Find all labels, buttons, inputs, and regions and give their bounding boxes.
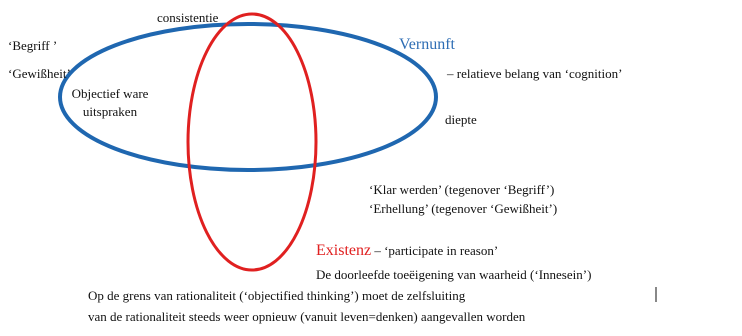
label-begriff: ‘Begriff ’ [8,38,58,53]
label-klar-werden: ‘Klar werden’ (tegenover ‘Begriff’) [369,182,555,197]
label-doorleefde: De doorleefde toeëigening van waarheid (… [316,267,592,282]
label-participate: – ‘participate in reason’ [371,243,499,258]
label-grens-line2: van de rationaliteit steeds weer opnieuw… [88,309,526,324]
label-diepte: diepte [445,112,477,127]
vernunft-ellipse [58,22,438,172]
label-objectief-ware: Objectief ware [71,86,149,101]
label-consistentie: consistentie [157,10,219,25]
label-uitspraken: uitspraken [82,104,138,119]
label-existenz: Existenz [316,242,372,259]
label-grens-line1: Op de grens van rationaliteit (‘objectif… [88,288,466,303]
label-existenz-line: Existenz – ‘participate in reason’ [316,242,498,260]
label-objectief-ware-uitspraken: Objectief ware uitspraken [62,86,158,119]
label-vernunft: Vernunft [399,36,455,53]
label-erhellung: ‘Erhellung’ (tegenover ‘Gewißheit’) [369,201,558,216]
label-relatieve-belang: – relatieve belang van ‘cognition’ [447,66,623,81]
label-gewissheit: ‘Gewißheit’ [8,66,71,81]
existenz-ellipse [186,12,318,272]
